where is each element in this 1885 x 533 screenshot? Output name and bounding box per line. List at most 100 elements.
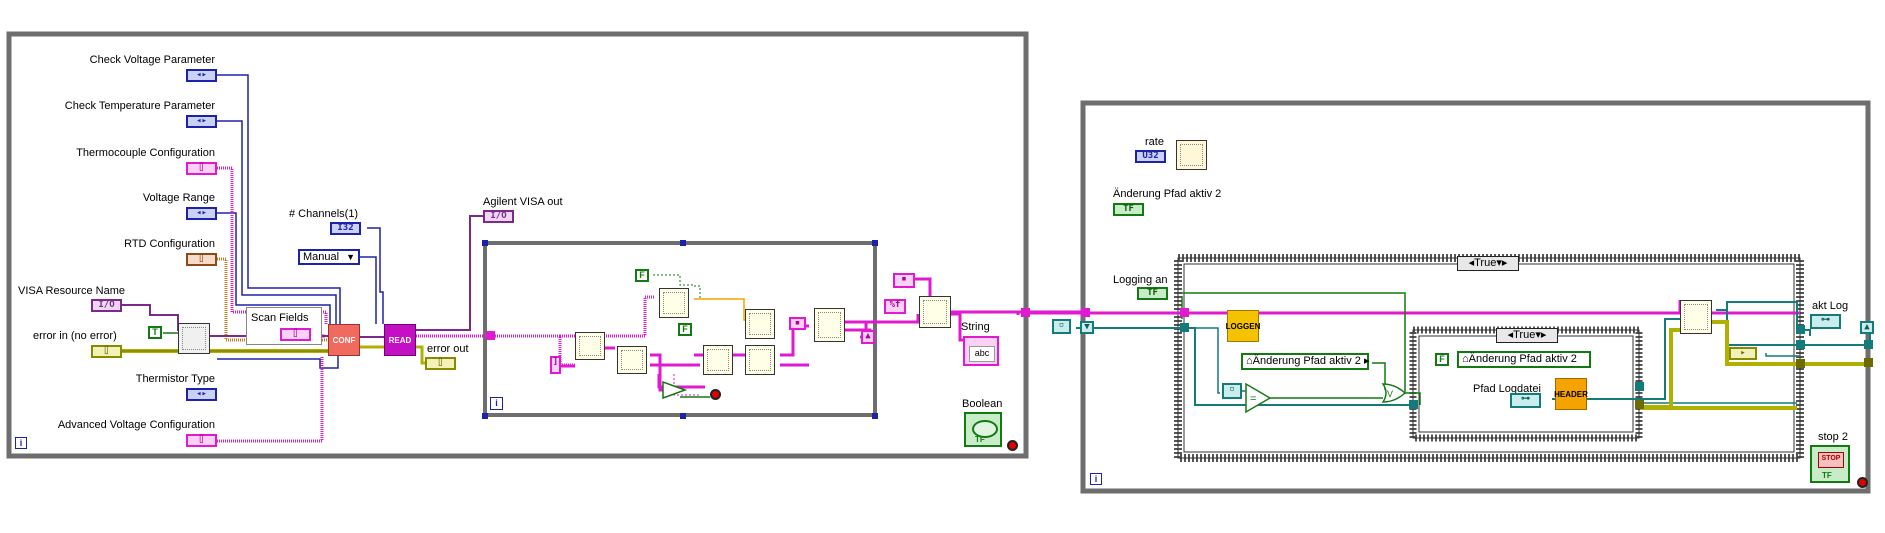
voltage-range-terminal[interactable]: ◂▸ xyxy=(186,207,217,220)
stop-condition-icon xyxy=(710,389,721,400)
local-var-1-text: Änderung Pfad aktiv 2 xyxy=(1252,355,1361,367)
true-constant[interactable]: T xyxy=(148,326,162,339)
svg-text:V: V xyxy=(1387,389,1393,399)
false-constant-2[interactable]: F xyxy=(678,323,692,336)
format-into-string-node[interactable] xyxy=(919,296,951,328)
case-inner-next-icon: ▾▸ xyxy=(1535,329,1547,341)
check-temperature-label: Check Temperature Parameter xyxy=(64,100,215,112)
false-constant-3[interactable]: F xyxy=(1435,353,1449,366)
string-indicator[interactable]: abc xyxy=(963,336,999,366)
string-indicator-display: abc xyxy=(969,346,995,362)
local-variable-1[interactable]: ⌂Änderung Pfad aktiv 2 ▸ xyxy=(1241,353,1369,370)
index-constant[interactable]: ] xyxy=(550,356,561,374)
scan-fields-terminal[interactable]: ⌷ xyxy=(280,328,311,341)
check-voltage-terminal[interactable]: ◂▸ xyxy=(186,69,217,82)
while-loop-1-border xyxy=(6,31,1029,459)
path-constant-2[interactable]: ▫ xyxy=(1222,383,1242,399)
advanced-voltage-label: Advanced Voltage Configuration xyxy=(57,419,215,431)
string-constant-inner[interactable]: ▪ xyxy=(789,317,806,330)
ring-value: Manual xyxy=(303,251,340,263)
local-var-arrow-icon: ▸ xyxy=(1360,355,1370,367)
path-constant[interactable]: ▫ xyxy=(1052,319,1071,334)
string-subset-subvi-5[interactable] xyxy=(745,309,775,339)
error-in-label: error in (no error) xyxy=(33,330,117,342)
error-in-terminal[interactable]: ⌷ xyxy=(91,345,122,358)
case-prev-icon: ◂ xyxy=(1468,257,1475,269)
shift-register-indicator: ▲ xyxy=(861,330,875,344)
concat-strings-node[interactable] xyxy=(814,308,845,342)
case-inner-value: True xyxy=(1513,329,1536,341)
boolean-indicator[interactable]: TF xyxy=(964,412,1002,447)
boolean-tf-text: TF xyxy=(975,435,985,444)
rtd-terminal[interactable]: ⌷ xyxy=(186,253,217,266)
mode-ring-constant[interactable]: Manual ▼ xyxy=(298,249,360,265)
chevron-down-icon: ▼ xyxy=(346,252,355,262)
local-var-2-text: Änderung Pfad aktiv 2 xyxy=(1468,353,1577,365)
read-subvi[interactable]: READ xyxy=(384,324,416,356)
check-temperature-terminal[interactable]: ◂▸ xyxy=(186,115,217,128)
string-subset-subvi-3[interactable] xyxy=(659,288,689,318)
stop2-tf-text: TF xyxy=(1822,471,1832,480)
string-subset-subvi-6[interactable] xyxy=(745,345,775,375)
rate-label: rate xyxy=(1145,136,1164,148)
local-variable-2[interactable]: ⌂Änderung Pfad aktiv 2 xyxy=(1457,351,1591,368)
change-path-terminal[interactable]: TF xyxy=(1113,203,1144,216)
agilent-visa-out-terminal[interactable]: I/O xyxy=(483,210,514,223)
false-constant-1[interactable]: F xyxy=(635,269,649,282)
thermistor-label: Thermistor Type xyxy=(135,373,215,385)
change-path-label: Änderung Pfad aktiv 2 xyxy=(1113,188,1222,200)
advanced-voltage-terminal[interactable]: ⌷ xyxy=(186,434,217,447)
logging-on-terminal[interactable]: TF xyxy=(1137,287,1168,300)
visa-init-subvi[interactable] xyxy=(178,323,210,354)
wait-timer-icon[interactable] xyxy=(1176,140,1207,170)
case-outer-value: True xyxy=(1474,257,1497,269)
pfad-logdatei-terminal[interactable]: ⊶ xyxy=(1510,393,1541,408)
local-var-2-home-icon: ⌂ xyxy=(1462,353,1469,365)
case-next-icon: ▾▸ xyxy=(1496,257,1508,269)
stop2-face: STOP xyxy=(1818,452,1844,468)
string-subset-subvi-4[interactable] xyxy=(703,345,733,375)
loggen-subvi[interactable]: LOGGEN xyxy=(1226,310,1260,342)
visa-resource-terminal[interactable]: I/O xyxy=(91,299,122,312)
loop1-stop-icon xyxy=(1007,440,1018,451)
string-subset-subvi-2[interactable] xyxy=(617,346,647,374)
format-string-constant[interactable]: %f xyxy=(884,299,906,314)
loop1-iteration-terminal: i xyxy=(15,437,27,449)
shift-register-right: ▲ xyxy=(1860,321,1874,334)
case-selector-outer[interactable]: ◂True▾▸ xyxy=(1457,256,1519,271)
string-constant-outer[interactable]: ▪ xyxy=(893,273,915,288)
boolean-led-icon xyxy=(972,420,998,438)
visa-resource-label: VISA Resource Name xyxy=(18,285,125,297)
write-file-node[interactable] xyxy=(1680,300,1712,334)
inner-loop-tunnel-in xyxy=(486,331,495,340)
shift-register-left: ▼ xyxy=(1080,321,1094,334)
agilent-visa-out-label: Agilent VISA out xyxy=(483,196,563,208)
akt-log-terminal[interactable]: ⊶ xyxy=(1810,314,1841,329)
local-var-home-icon: ⌂ xyxy=(1246,355,1253,367)
rtd-label: RTD Configuration xyxy=(124,238,215,250)
pfad-logdatei-label: Pfad Logdatei xyxy=(1473,383,1541,395)
error-cluster-constant[interactable]: ▸ xyxy=(1729,347,1757,360)
thermocouple-label: Thermocouple Configuration xyxy=(76,147,215,159)
stop2-label: stop 2 xyxy=(1818,431,1848,443)
thermistor-terminal[interactable]: ◂▸ xyxy=(186,388,217,401)
string-subset-subvi-1[interactable] xyxy=(575,332,605,360)
loop2-stop-icon xyxy=(1857,477,1868,488)
channels-terminal[interactable]: I32 xyxy=(330,222,361,235)
channels-label: # Channels(1) xyxy=(289,208,359,220)
header-subvi[interactable]: HEADER xyxy=(1554,378,1588,410)
rate-terminal[interactable]: U32 xyxy=(1135,150,1166,163)
boolean-indicator-label: Boolean xyxy=(962,398,1003,410)
string-indicator-label: String xyxy=(961,321,990,333)
svg-text:=: = xyxy=(1250,393,1256,405)
voltage-range-label: Voltage Range xyxy=(142,192,215,204)
case-selector-inner[interactable]: ◂True▾▸ xyxy=(1496,328,1558,343)
logging-on-label: Logging an xyxy=(1113,274,1168,286)
loop2-iteration-terminal: i xyxy=(1090,473,1102,485)
stop2-button[interactable]: STOP TF xyxy=(1810,445,1850,483)
conf-subvi[interactable]: CONF xyxy=(328,324,360,356)
error-out-terminal[interactable]: ⌷ xyxy=(425,357,456,370)
case-inner-prev-icon: ◂ xyxy=(1507,329,1514,341)
thermocouple-terminal[interactable]: ⌷ xyxy=(186,162,217,175)
